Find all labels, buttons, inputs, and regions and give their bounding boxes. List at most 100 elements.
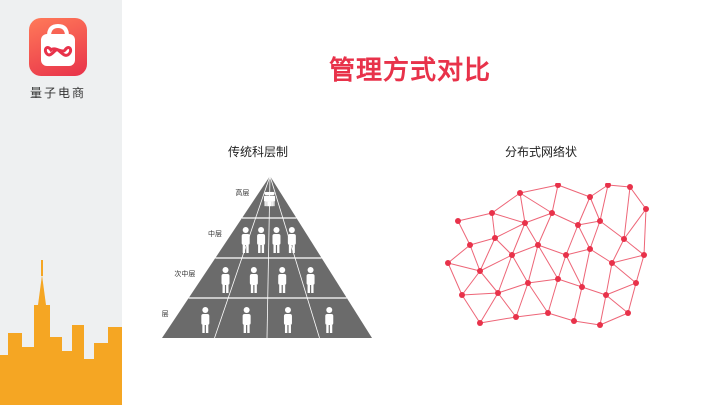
network-edge <box>491 212 496 239</box>
person-icon <box>221 267 230 293</box>
network-edge <box>599 312 629 326</box>
network-edge <box>469 237 496 246</box>
network-node <box>489 210 495 216</box>
network-edge <box>577 224 591 250</box>
network-edge <box>565 248 591 256</box>
network-edge <box>457 220 471 246</box>
network-edge <box>524 212 553 224</box>
network-edge <box>611 254 645 264</box>
network-edge <box>515 282 529 318</box>
network-edge <box>551 212 579 226</box>
network-node <box>575 222 581 228</box>
network-edge <box>461 292 499 296</box>
person-icon <box>242 307 251 333</box>
network-node <box>517 190 523 196</box>
pyramid-level-label: 基层 <box>162 309 169 318</box>
network-node <box>587 246 593 252</box>
network-node <box>555 183 561 188</box>
network-edge <box>599 220 625 240</box>
network-edge <box>527 282 549 314</box>
network-edge <box>577 220 601 226</box>
network-edge <box>589 220 601 250</box>
network-edge <box>643 208 647 256</box>
network-node <box>621 236 627 242</box>
network-edge <box>599 294 607 326</box>
person-icon <box>325 307 334 333</box>
person-icon <box>272 227 281 253</box>
person-icon <box>249 267 258 293</box>
network-node <box>633 280 639 286</box>
network-edge <box>527 244 539 284</box>
network-node <box>625 310 631 316</box>
shopping-bag-infinity-icon <box>29 18 87 76</box>
network-edge <box>551 184 559 214</box>
network-edge <box>519 184 559 194</box>
network-edge <box>611 262 637 284</box>
network-edge <box>557 278 583 288</box>
network-edge <box>627 282 637 314</box>
network-edge <box>573 320 601 326</box>
network-node <box>459 292 465 298</box>
network-edge <box>479 316 517 324</box>
network-edge <box>447 262 481 272</box>
network-node <box>571 318 577 324</box>
hierarchy-pyramid: 高层中层次中层基层 <box>162 176 372 339</box>
person-icon <box>257 227 266 253</box>
network-edge <box>494 237 513 256</box>
network-node <box>445 260 451 266</box>
network-node <box>643 206 649 212</box>
network-node <box>477 268 483 274</box>
network-edge <box>479 292 499 324</box>
person-icon <box>270 191 276 207</box>
network-node <box>597 322 603 328</box>
network-node <box>467 242 473 248</box>
network-edge <box>589 248 613 264</box>
hierarchy-caption: 传统科层制 <box>228 145 289 159</box>
network-edge <box>547 278 559 314</box>
network-node <box>597 218 603 224</box>
network-edge <box>573 286 583 322</box>
brand-name: 量子电商 <box>29 86 86 100</box>
network-edge <box>497 254 513 294</box>
person-icon <box>306 267 315 293</box>
pyramid-ray <box>269 176 320 339</box>
network-edge <box>511 222 526 256</box>
network-edge <box>611 238 625 264</box>
slide-title: 管理方式对比 <box>328 56 491 86</box>
network-caption: 分布式网络状 <box>505 145 578 159</box>
distributed-network <box>445 183 649 328</box>
network-edge <box>497 282 529 294</box>
person-icon <box>287 227 296 253</box>
person-icon <box>278 267 287 293</box>
network-edge <box>565 224 579 256</box>
network-edge <box>577 196 591 226</box>
network-node <box>563 252 569 258</box>
network-node <box>513 314 519 320</box>
network-edge <box>623 238 645 256</box>
network-node <box>603 292 609 298</box>
network-edge <box>479 237 496 272</box>
network-edge <box>527 278 559 284</box>
network-edge <box>511 254 529 284</box>
network-node <box>492 235 498 241</box>
network-node <box>555 276 561 282</box>
network-edge <box>479 254 513 272</box>
network-edge <box>589 196 601 222</box>
network-node <box>605 183 611 188</box>
network-node <box>587 194 593 200</box>
network-edge <box>515 312 549 318</box>
person-icon <box>283 307 292 333</box>
network-edge <box>511 244 539 256</box>
network-node <box>579 284 585 290</box>
network-edge <box>557 254 567 280</box>
network-edge <box>447 262 463 296</box>
network-node <box>509 252 515 258</box>
network-edge <box>629 186 647 210</box>
network-edge <box>457 212 493 222</box>
network-edge <box>565 254 583 288</box>
network-edge <box>497 292 517 318</box>
network-edge <box>537 212 553 246</box>
pyramid-level-label: 高层 <box>235 188 249 197</box>
sidebar: 量子电商 <box>0 0 122 405</box>
network-edge <box>537 244 559 280</box>
